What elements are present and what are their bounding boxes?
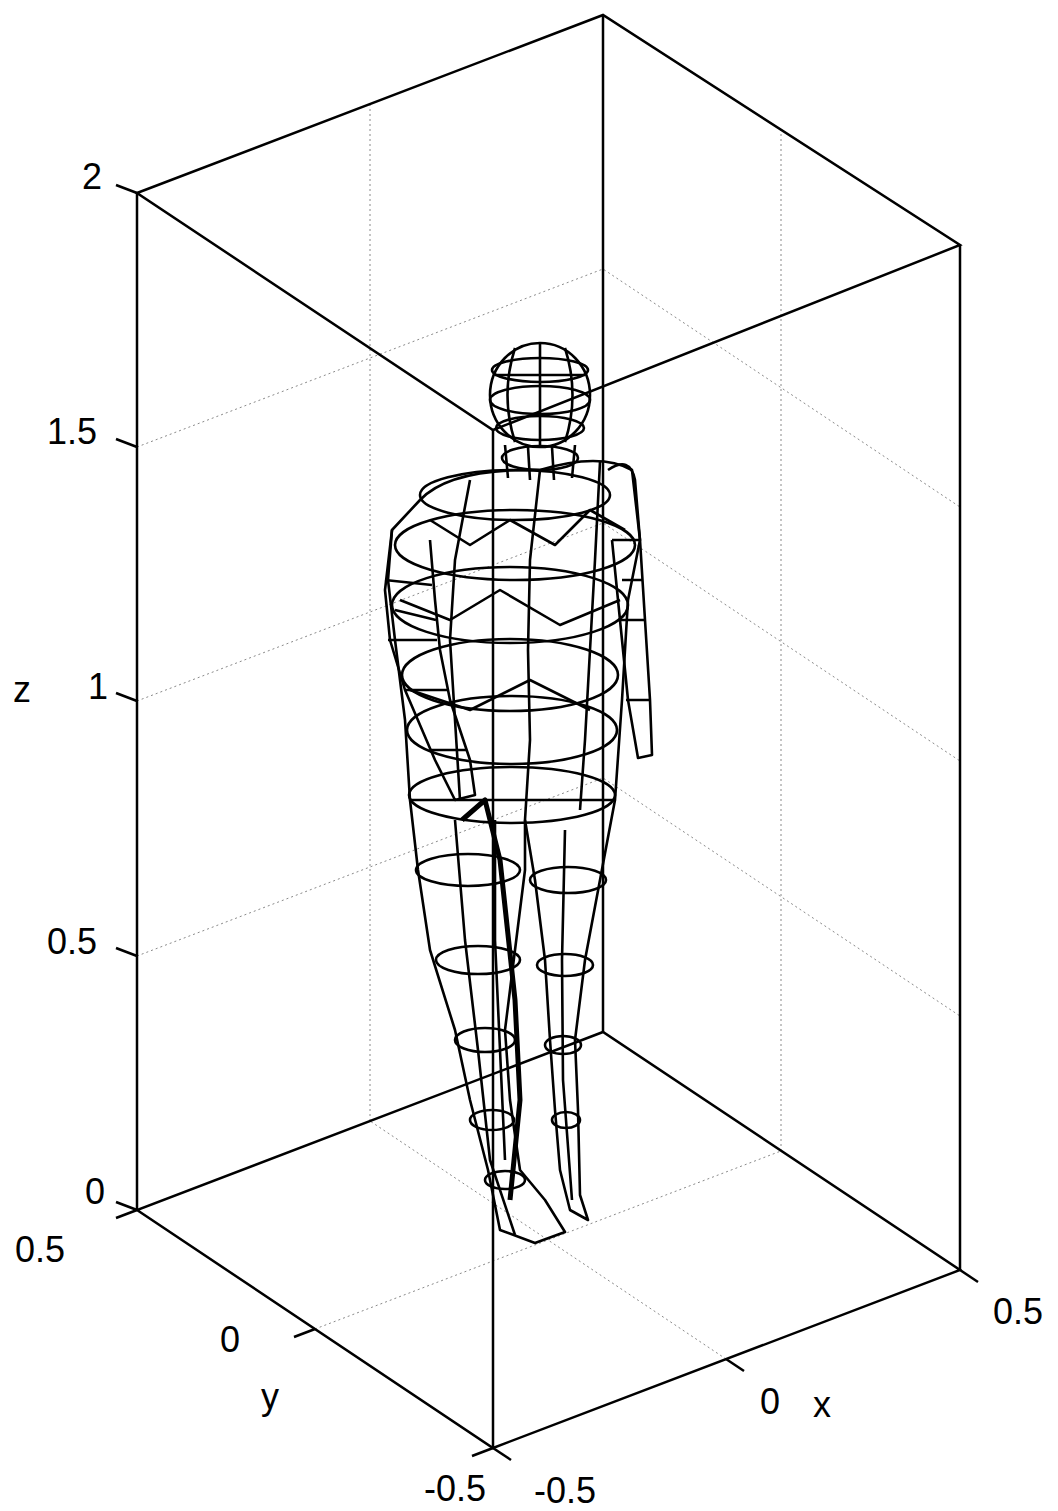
y-tick-label: 0 (220, 1322, 240, 1358)
axis-label: y (261, 1379, 279, 1415)
axes-box (137, 15, 960, 1448)
y-tick-label: -0.5 (424, 1471, 486, 1507)
x-tick-label: 0 (760, 1384, 780, 1420)
axis-label: x (813, 1387, 831, 1423)
z-tick-label: 0 (85, 1174, 105, 1210)
z-tick-label: 1.5 (47, 414, 97, 450)
grid-lines (137, 104, 960, 1359)
z-tick-label: 0.5 (47, 924, 97, 960)
x-tick-label: -0.5 (534, 1473, 596, 1509)
z-tick-label: 2 (82, 159, 102, 195)
axis-label: z (13, 672, 31, 708)
x-tick-label: 0.5 (993, 1294, 1043, 1330)
z-tick-label: 1 (88, 669, 108, 705)
human-wireframe (385, 343, 652, 1243)
y-tick-label: 0.5 (15, 1232, 65, 1268)
axis-ticks (116, 185, 978, 1460)
